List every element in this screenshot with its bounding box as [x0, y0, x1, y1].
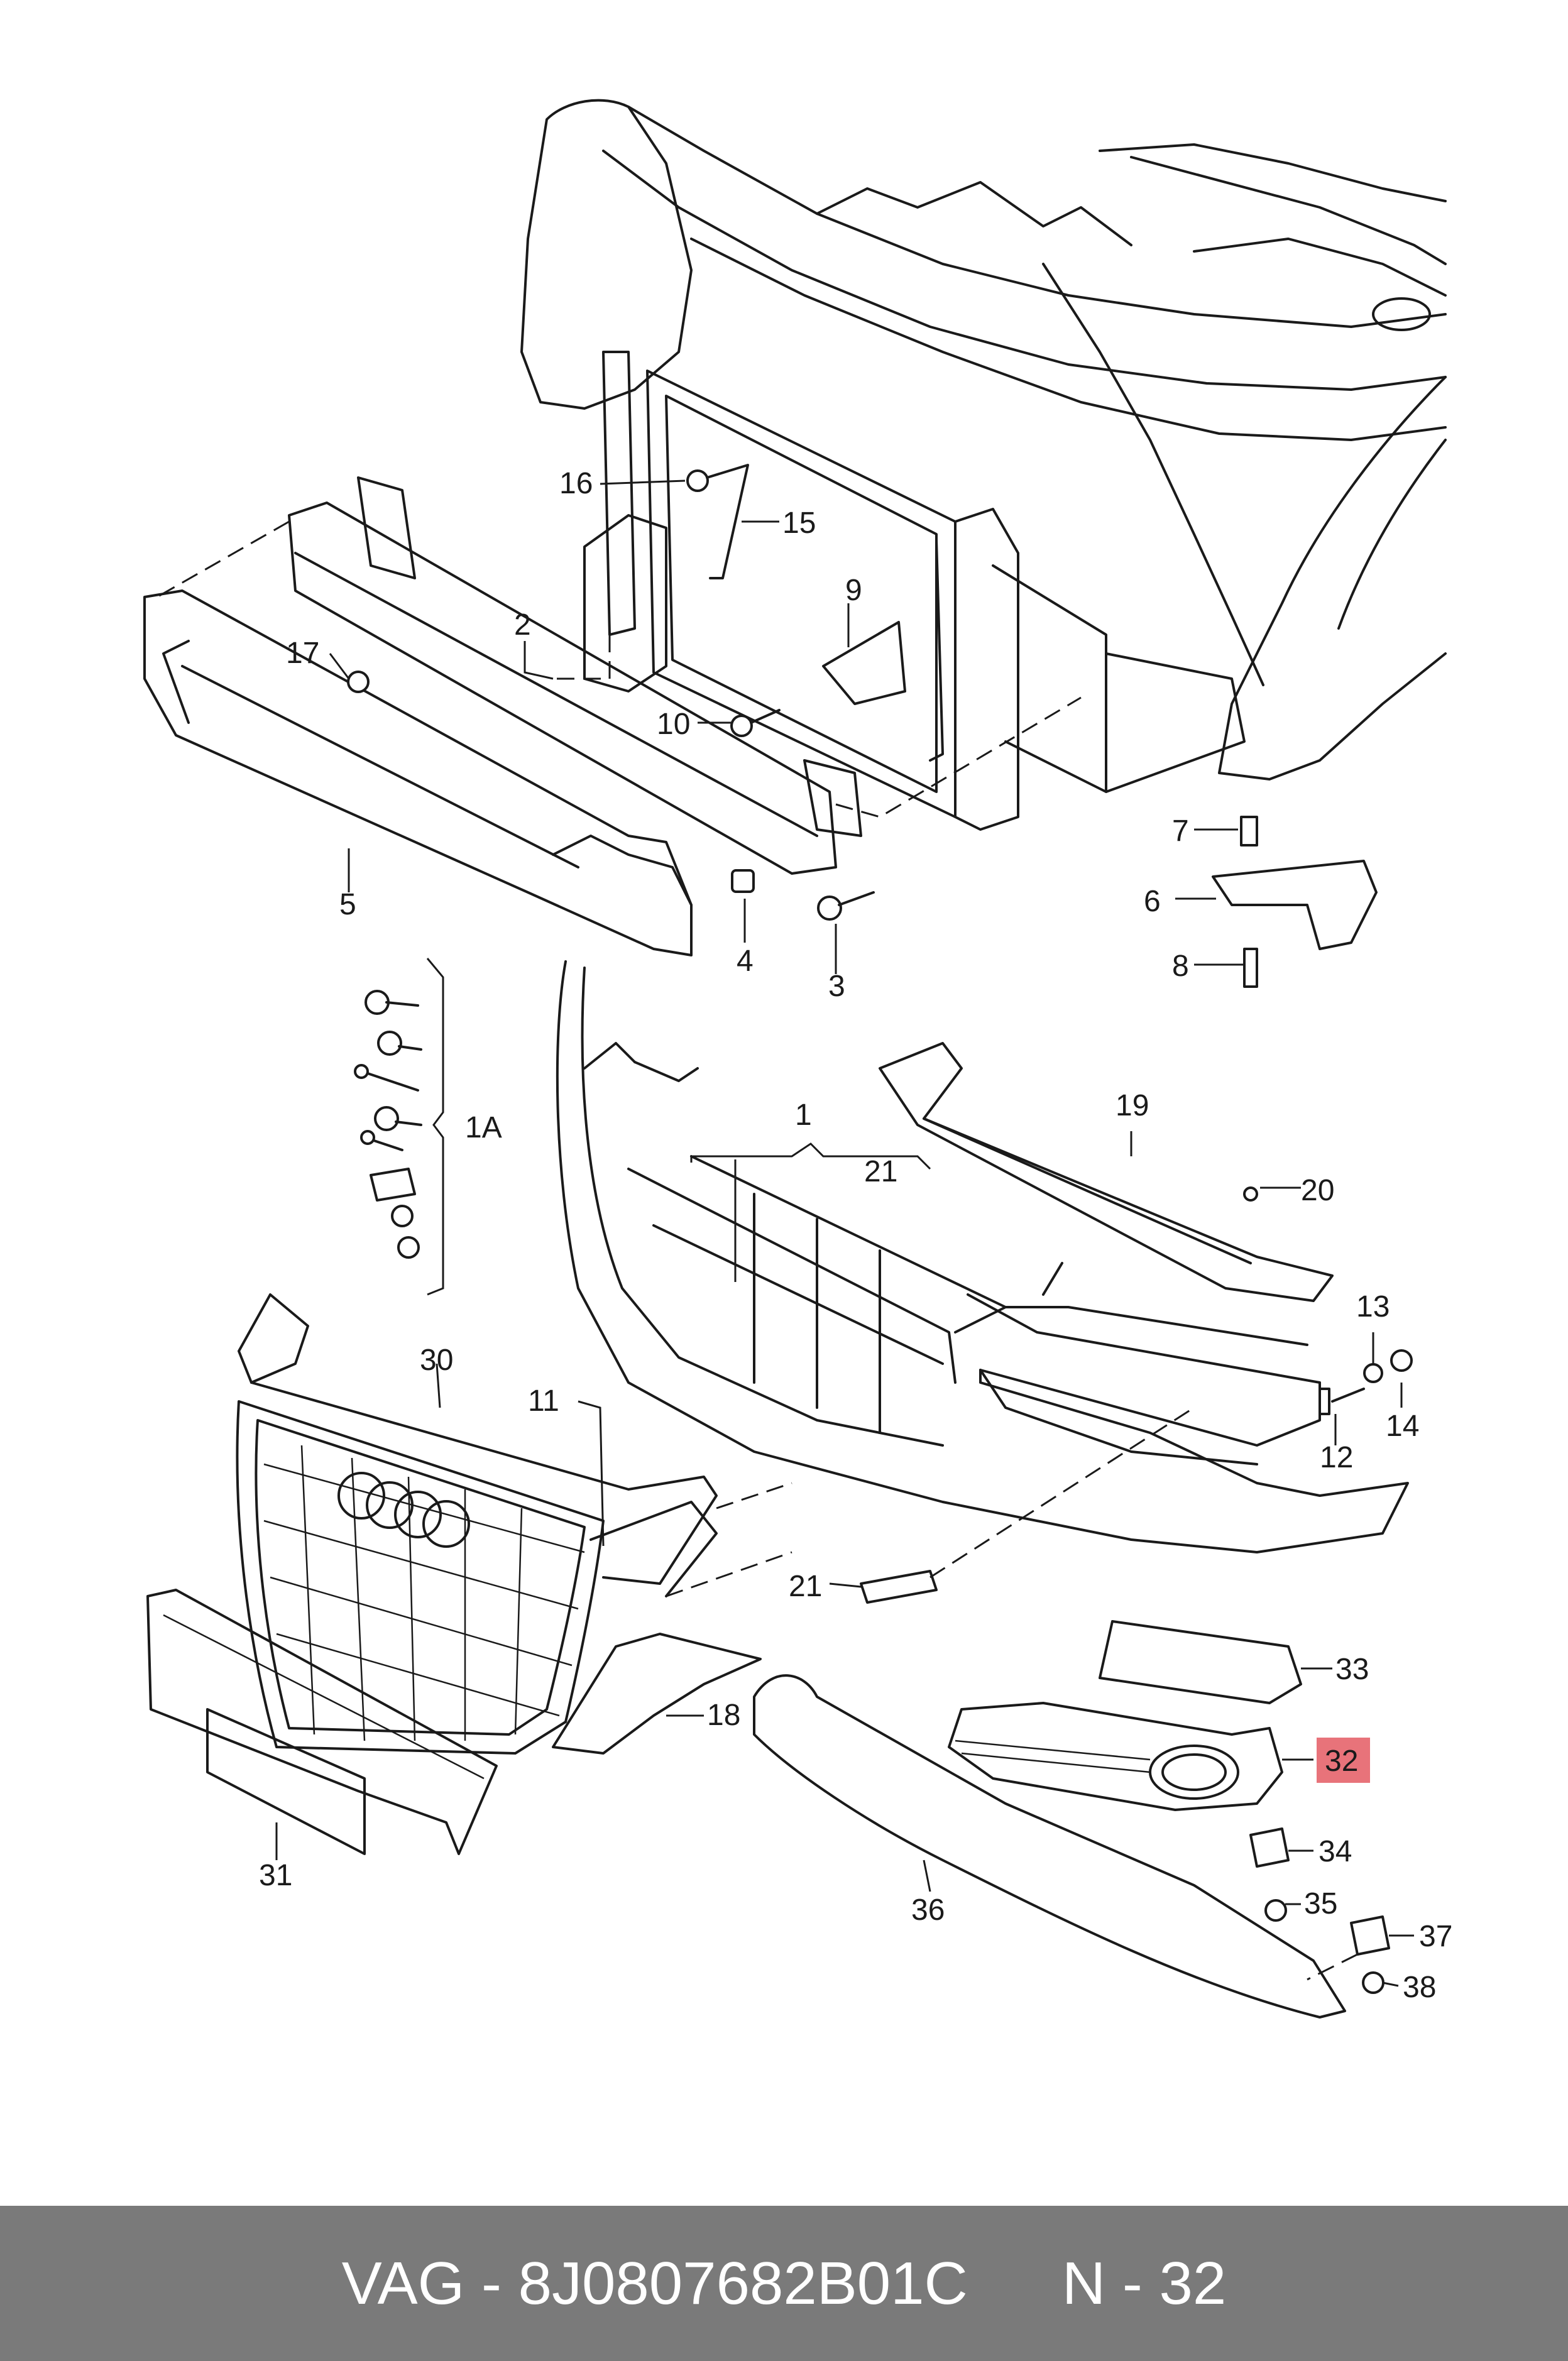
callout-32-highlight — [1317, 1738, 1370, 1783]
fastener-icons — [347, 464, 1378, 988]
callout-15: 15 — [782, 507, 816, 540]
callout-13: 13 — [1356, 1290, 1390, 1323]
callout-35: 35 — [1304, 1887, 1337, 1920]
callout-20: 20 — [1301, 1174, 1334, 1207]
callout-10: 10 — [657, 708, 690, 741]
license-plate-holder — [146, 1589, 498, 1855]
callout-19: 19 — [1116, 1089, 1149, 1122]
footer-position: N - 32 — [1061, 2249, 1227, 2317]
fog-light-grille — [948, 1702, 1283, 1811]
callout-4: 4 — [737, 945, 754, 978]
footer-bar: VAG - 8J0807682B01C N - 32 — [0, 2206, 1568, 2361]
callout-21-top: 21 — [864, 1155, 897, 1188]
callout-30: 30 — [420, 1344, 453, 1377]
part-18-bracket — [552, 1633, 762, 1755]
footer-part-number: VAG - 8J0807682B01C — [341, 2249, 968, 2317]
callout-17: 17 — [286, 637, 319, 670]
callout-1A: 1A — [465, 1111, 502, 1144]
callout-6: 6 — [1144, 885, 1161, 918]
fastener-kit-1A — [354, 958, 444, 1296]
callout-18: 18 — [707, 1699, 740, 1732]
callout-16: 16 — [559, 467, 593, 500]
callout-33: 33 — [1335, 1653, 1369, 1686]
callout-7: 7 — [1172, 814, 1189, 848]
callout-31: 31 — [259, 1859, 292, 1892]
callout-2: 2 — [514, 608, 531, 642]
lower-spoiler — [753, 1674, 1346, 2019]
callout-34: 34 — [1319, 1835, 1352, 1868]
callout-labels: 16 15 2 17 9 10 5 4 3 7 6 8 1A 1 21 19 2… — [259, 467, 1452, 2004]
callout-14: 14 — [1386, 1410, 1419, 1443]
bumper-reinforcement — [288, 476, 862, 875]
part-19-bracket — [879, 1042, 1334, 1302]
callout-3: 3 — [828, 970, 845, 1003]
callout-37: 37 — [1419, 1920, 1452, 1953]
callout-32: 32 — [1325, 1745, 1358, 1778]
callout-12: 12 — [1320, 1441, 1353, 1474]
radiator-grille — [236, 1293, 718, 1755]
car-body-front-end — [520, 99, 1447, 831]
small-clips — [1249, 1827, 1390, 1994]
bumper-foam-absorber — [143, 589, 693, 956]
callout-21-bottom: 21 — [789, 1570, 822, 1603]
callout-9: 9 — [845, 574, 862, 607]
tow-hook-cap — [860, 1570, 938, 1604]
exploded-parts-diagram: 16 15 2 17 9 10 5 4 3 7 6 8 1A 1 21 19 2… — [143, 99, 1452, 2019]
leader-lines — [275, 479, 1414, 1987]
callout-1: 1 — [795, 1098, 812, 1132]
part-33-cover — [1099, 1620, 1302, 1704]
callout-11: 11 — [528, 1384, 559, 1418]
fastener-12-13-14 — [1319, 1349, 1413, 1415]
callout-8: 8 — [1172, 950, 1189, 983]
callout-5: 5 — [339, 888, 356, 921]
bumper-cover — [556, 960, 1409, 1553]
callout-38: 38 — [1403, 1971, 1436, 2004]
callout-36: 36 — [911, 1893, 945, 1927]
